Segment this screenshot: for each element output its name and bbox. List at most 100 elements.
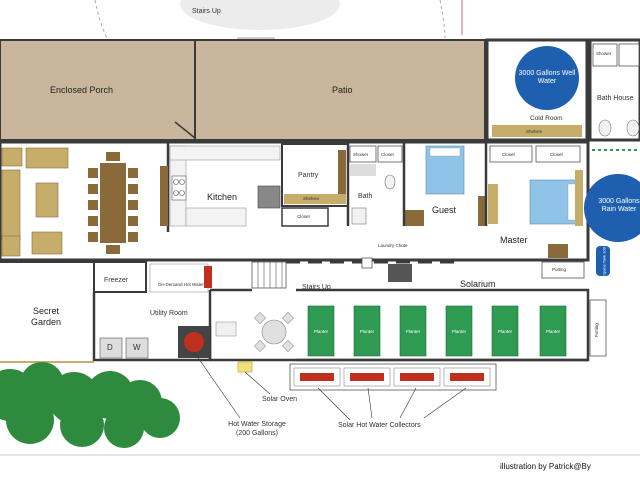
bath-label: Bath [358, 193, 373, 200]
dining-chair [88, 200, 98, 210]
guest-label: Guest [432, 205, 457, 215]
woodstove [388, 264, 412, 282]
kitchen-brown-panel [160, 166, 168, 226]
kitchen-counter-bottom [185, 207, 247, 227]
dashed-arc-right [439, 0, 446, 39]
master-label: Master [500, 235, 528, 245]
closet-small-label: Closet [297, 214, 310, 219]
solar-hot-water-label: Solar Hot Water Collectors [338, 422, 421, 429]
bath-house-shower-box-2 [618, 43, 640, 67]
planter-label: Planter [406, 329, 421, 334]
top-landing [180, 0, 340, 30]
sofa-left [1, 169, 21, 241]
leader-collector [317, 387, 351, 421]
dryer [99, 337, 123, 359]
planter-label: Planter [360, 329, 375, 334]
collector-red [450, 373, 484, 381]
leader-solar-oven [244, 371, 271, 395]
planter-box [539, 305, 567, 357]
chair-top [25, 147, 69, 169]
dining-chair [128, 168, 138, 178]
bath-house-shower-label: Shower [596, 51, 612, 56]
on-demand-label: On-Demand Hot Water [158, 282, 204, 287]
dining-table [100, 163, 126, 243]
bath-house-shower-box [592, 43, 618, 67]
master-closet-1-label: Closet [502, 152, 515, 157]
secret-garden-label: Secret Garden [30, 306, 62, 327]
cold-room-shelves-label: Shelves [526, 129, 543, 134]
dining-chair [88, 216, 98, 226]
bath-toilet [384, 174, 396, 190]
washer [125, 337, 149, 359]
enclosed-porch-floor [0, 39, 196, 141]
stairs-mid [251, 261, 287, 289]
pantry-shelves-label: Shelves [303, 196, 320, 201]
leader-collector [423, 387, 467, 419]
patio-table [261, 319, 287, 345]
propane-tank-label: Propane Tank 100 gal [601, 240, 607, 280]
coffee-table [35, 182, 59, 218]
guest-dresser [478, 196, 486, 226]
well-tank-label: 3000 Gallons Well Water [518, 70, 576, 85]
chair-bottom [31, 231, 63, 255]
rain-tank-label: 3000 Gallons Rain Water [598, 198, 640, 213]
kitchen-label: Kitchen [207, 192, 238, 202]
potting-label: Potting [552, 267, 567, 272]
planter-box [307, 305, 335, 357]
credit-text: illustration by Patrick@By [500, 462, 591, 471]
dining-chair [106, 152, 120, 161]
laundry-chute-box [361, 257, 373, 269]
laundry-chute-label: Laundry Chute [378, 243, 408, 248]
dining-chair [128, 184, 138, 194]
bath-shower-label: Shower [353, 152, 369, 157]
toilet-1 [598, 119, 612, 137]
collector-red [350, 373, 384, 381]
washer-label: W [133, 343, 141, 352]
stairs-up-mid-label: Stairs Up [302, 284, 331, 291]
bath-sink [351, 207, 367, 225]
patio-chair [281, 339, 295, 353]
patio-chair [281, 311, 295, 325]
solarium-label: Solarium [460, 279, 496, 289]
master-dresser-left [488, 184, 498, 224]
patio-chair [253, 311, 267, 325]
kitchen-stove [171, 175, 187, 201]
porch-door-line [174, 121, 196, 139]
dining-chair [88, 168, 98, 178]
on-demand-box [149, 263, 209, 293]
patio-floor [194, 39, 486, 141]
sofa-bottom-left [1, 235, 21, 257]
propane-tank [596, 246, 610, 276]
hot-water-storage-label: Hot Water Storage (200 Gallons) [228, 421, 286, 438]
master-closet-1 [489, 145, 533, 163]
well-water-tank [515, 46, 579, 110]
cold-room-label: Cold Room [530, 115, 563, 122]
freezer-label: Freezer [104, 277, 129, 284]
rain-water-tank [584, 174, 640, 242]
pantry-shelves [284, 194, 346, 204]
bath-brown-panel [404, 210, 424, 226]
solar-oven [237, 361, 253, 373]
planter-box [445, 305, 473, 357]
potting-right-label: Potting [593, 323, 599, 338]
bath-closet [377, 145, 403, 163]
master-closet-2-label: Closet [550, 152, 563, 157]
dining-chair [88, 232, 98, 242]
kitchen-counter-top [169, 145, 281, 161]
planter-label: Planter [314, 329, 329, 334]
leader-collector [367, 387, 373, 419]
solar-oven-label: Solar Oven [262, 396, 298, 403]
dining-chair [128, 232, 138, 242]
burner [179, 190, 185, 196]
fridge [257, 185, 281, 209]
bath-shower-floor [350, 164, 376, 176]
planter-box [353, 305, 381, 357]
patio-label: Patio [332, 85, 353, 95]
utility-counter [215, 321, 237, 337]
closet-small [281, 207, 329, 227]
potting-bench-top [541, 261, 585, 279]
bath-closet-label: Closet [381, 152, 394, 157]
master-nightstand [575, 170, 583, 226]
